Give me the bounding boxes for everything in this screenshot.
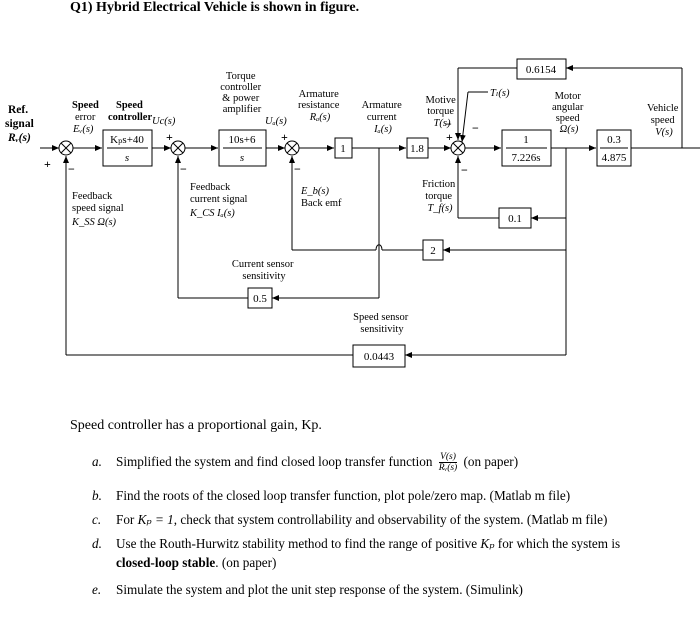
sign-minus-tl: − <box>472 121 479 135</box>
sign-plus-ref: + <box>44 157 51 171</box>
uc-label: Uc(s) <box>152 116 176 127</box>
sign-minus-backemf: − <box>294 162 301 176</box>
amp-den: s <box>240 152 244 164</box>
block-one-eight: 1.8 <box>410 143 424 155</box>
current-gain-value: 0.5 <box>253 293 267 305</box>
speed-gain-value: 0.0443 <box>364 351 395 363</box>
back-emf-label: E_b(s) Back emf <box>300 186 342 209</box>
back-emf-gain-block <box>422 239 444 261</box>
sign-plus-armature: + <box>281 130 288 144</box>
speed-sensor-block <box>352 344 406 368</box>
summing-junction-torque <box>450 140 466 156</box>
back-emf-gain-value: 2 <box>430 245 436 257</box>
top-gain-block <box>516 58 567 80</box>
top-gain-value: 0.6154 <box>526 64 557 76</box>
motor-num: 1 <box>523 134 529 146</box>
current-sensor-label: Current sensor sensitivity <box>232 259 296 282</box>
torque-constant-block <box>406 137 429 159</box>
friction-gain-value: 0.1 <box>508 213 522 225</box>
vehicle-den: 4.875 <box>602 152 627 164</box>
speed-controller-label: Speed controller <box>108 100 152 123</box>
friction-gain-block <box>498 207 532 229</box>
armature-current-label: Armature current Iₐ(s) <box>362 100 405 135</box>
armature-block <box>334 137 353 159</box>
sign-plus-current: + <box>166 130 173 144</box>
sign-minus-top-fb: − <box>445 117 452 131</box>
speed-sensor-label: Speed sensor sensitivity <box>353 312 411 335</box>
friction-torque-label: Friction torque T_f(s) <box>422 179 458 214</box>
ref-signal-label: Ref. signal Rᵥ(s) <box>5 104 37 144</box>
sign-plus-torque: + <box>446 130 453 144</box>
motor-den: 7.226s <box>511 152 540 164</box>
motor-speed-label: Motor angular speed Ω(s) <box>552 91 586 135</box>
vehicle-speed-label: Vehicle speed V(s) <box>647 103 681 138</box>
controller-num: Kₚs+40 <box>110 134 144 146</box>
block-diagram: Kₚs+40 s 10s+6 s 1 1.8 1 7.226s 0.3 4.87… <box>5 58 700 368</box>
transfer-function-fraction: V(s) Rᵥ(s) <box>438 452 458 474</box>
ua-label: Uₐ(s) <box>265 116 287 127</box>
page-title: Q1) Hybrid Electrical Vehicle is shown i… <box>70 0 360 15</box>
summing-junction-armature <box>284 140 300 156</box>
intro-text: Speed controller has a proportional gain… <box>70 418 322 433</box>
block-one: 1 <box>340 143 346 155</box>
vehicle-num: 0.3 <box>607 134 621 146</box>
armature-resistance-label: Armature resistance Rₐ(s) <box>298 89 342 123</box>
controller-den: s <box>125 152 129 164</box>
motive-torque-label: Motive torque T(s) <box>426 95 459 129</box>
speed-error-label: Speed error Eᵥ(s) <box>72 100 101 135</box>
amp-num: 10s+6 <box>229 134 256 146</box>
summing-junction-current <box>170 140 186 156</box>
sign-minus-friction: − <box>461 163 468 177</box>
sign-minus-speed-fb: − <box>68 162 75 176</box>
feedback-speed-label: Feedback speed signal K_SS Ω(s) <box>71 191 126 228</box>
feedback-current-label: Feedback current signal K_CS Iₐ(s) <box>189 182 250 219</box>
tl-label: Tₗ(s) <box>490 88 510 99</box>
summing-junction-speed <box>58 140 74 156</box>
sign-minus-current-fb: − <box>180 162 187 176</box>
current-sensor-block <box>247 287 273 309</box>
torque-amp-label: Torque controller & power amplifier <box>220 71 263 115</box>
